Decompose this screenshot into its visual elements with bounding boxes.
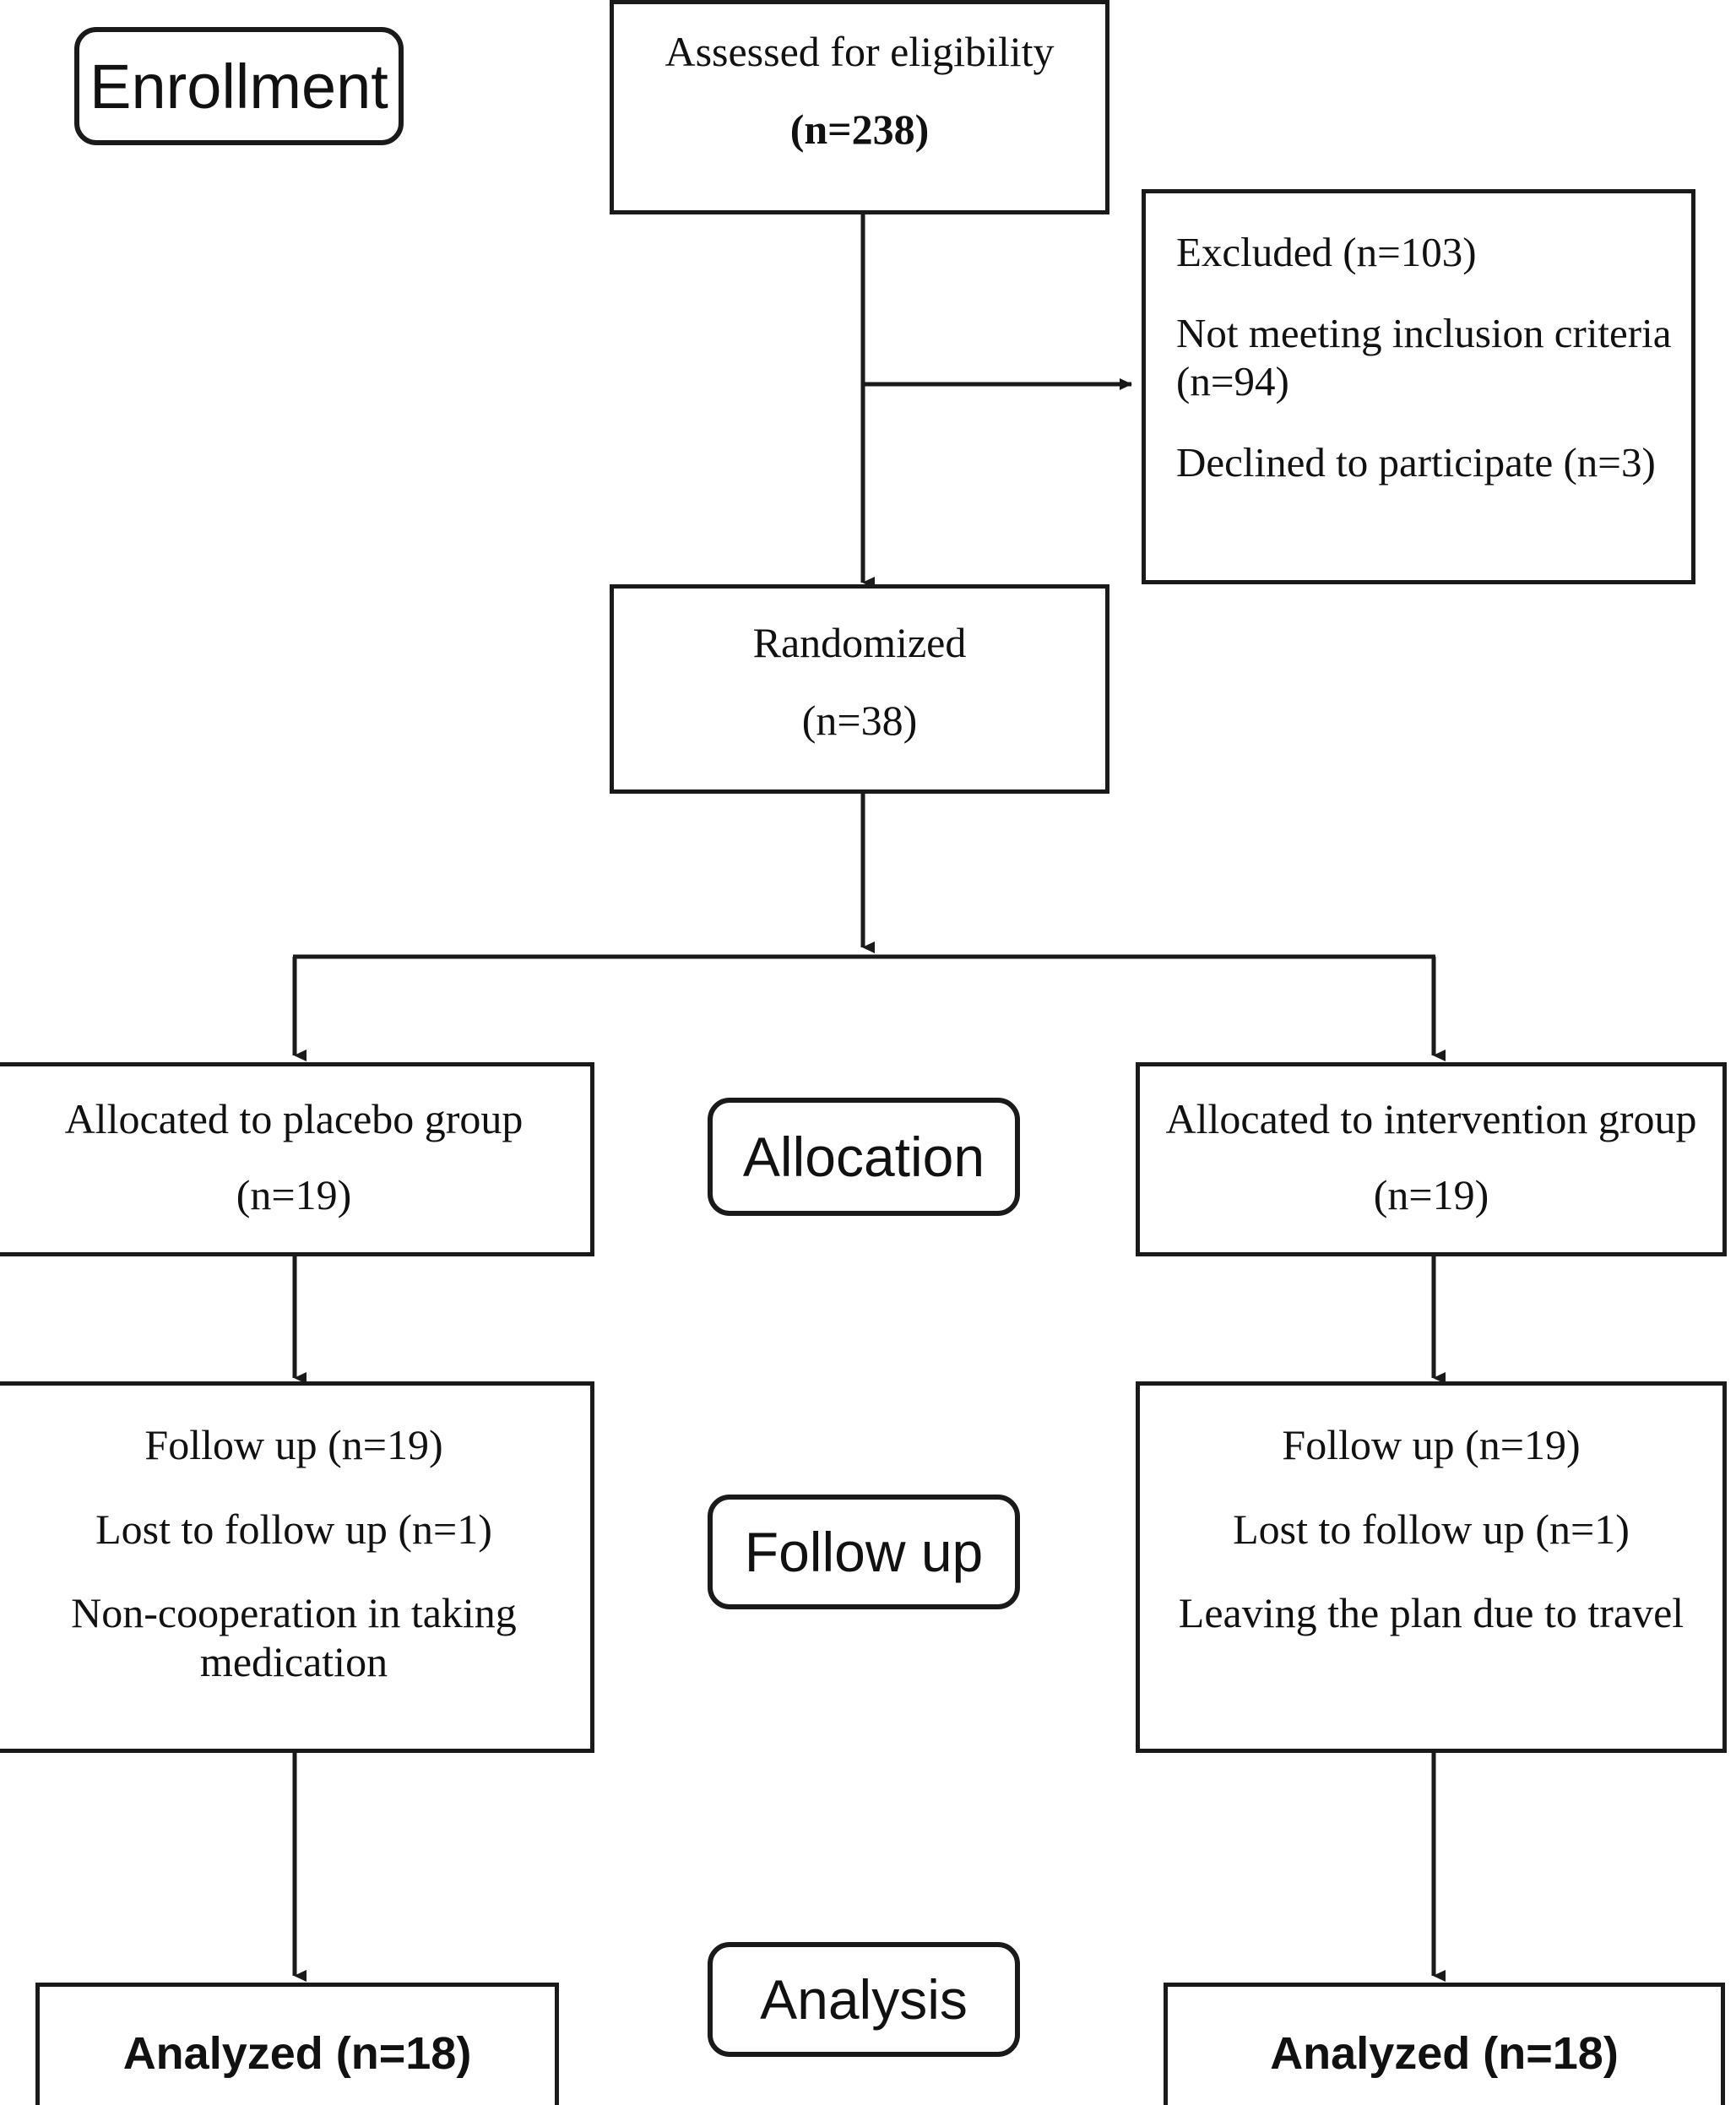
node-analyzed-placebo-line-1: Analyzed (n=18) <box>122 2028 472 2079</box>
node-followup-placebo-line-1: Follow up (n=19) <box>144 1421 443 1468</box>
node-excluded: Excluded (n=103) Not meeting inclusion c… <box>1142 189 1695 584</box>
node-assessed-line-1: Assessed for eligibility <box>665 28 1055 75</box>
node-followup-intervention: Follow up (n=19) Lost to follow up (n=1)… <box>1136 1381 1727 1753</box>
node-followup-placebo-line-3: Non-cooperation in taking medication <box>71 1589 517 1685</box>
node-analyzed-intervention-line-1: Analyzed (n=18) <box>1270 2028 1619 2079</box>
stage-label-allocation-text: Allocation <box>742 1126 985 1188</box>
node-followup-intervention-line-1: Follow up (n=19) <box>1282 1421 1581 1468</box>
node-assessed-for-eligibility: Assessed for eligibility (n=238) <box>610 0 1109 214</box>
node-allocated-intervention-line-2: (n=19) <box>1373 1170 1489 1218</box>
node-analyzed-intervention: Analyzed (n=18) <box>1164 1983 1725 2105</box>
node-allocated-placebo-line-2: (n=19) <box>236 1170 352 1218</box>
stage-label-enrollment-text: Enrollment <box>90 51 388 122</box>
node-followup-placebo-line-2: Lost to follow up (n=1) <box>95 1505 492 1553</box>
node-analyzed-placebo: Analyzed (n=18) <box>35 1983 559 2105</box>
node-excluded-line-1: Excluded (n=103) <box>1176 229 1477 275</box>
node-followup-placebo: Follow up (n=19) Lost to follow up (n=1)… <box>0 1381 594 1753</box>
stage-label-analysis-text: Analysis <box>760 1968 968 2031</box>
node-allocated-intervention-line-1: Allocated to intervention group <box>1165 1095 1697 1142</box>
node-randomized: Randomized (n=38) <box>610 584 1109 794</box>
stage-label-allocation: Allocation <box>708 1098 1020 1216</box>
node-assessed-line-2: (n=238) <box>789 105 930 153</box>
node-followup-intervention-line-3: Leaving the plan due to travel <box>1178 1589 1684 1636</box>
node-allocated-placebo: Allocated to placebo group (n=19) <box>0 1062 594 1256</box>
stage-label-enrollment: Enrollment <box>74 27 404 145</box>
node-allocated-intervention: Allocated to intervention group (n=19) <box>1136 1062 1727 1256</box>
node-randomized-line-2: (n=38) <box>801 696 918 744</box>
node-followup-intervention-line-2: Lost to follow up (n=1) <box>1233 1505 1630 1553</box>
node-excluded-line-3: Declined to participate (n=3) <box>1176 439 1656 486</box>
stage-label-analysis: Analysis <box>708 1942 1020 2057</box>
node-randomized-line-1: Randomized <box>752 619 967 666</box>
stage-label-followup-text: Follow up <box>744 1521 984 1583</box>
stage-label-followup: Follow up <box>708 1495 1020 1609</box>
node-allocated-placebo-line-1: Allocated to placebo group <box>64 1095 524 1142</box>
node-excluded-line-2: Not meeting inclusion criteria (n=94) <box>1176 310 1672 404</box>
